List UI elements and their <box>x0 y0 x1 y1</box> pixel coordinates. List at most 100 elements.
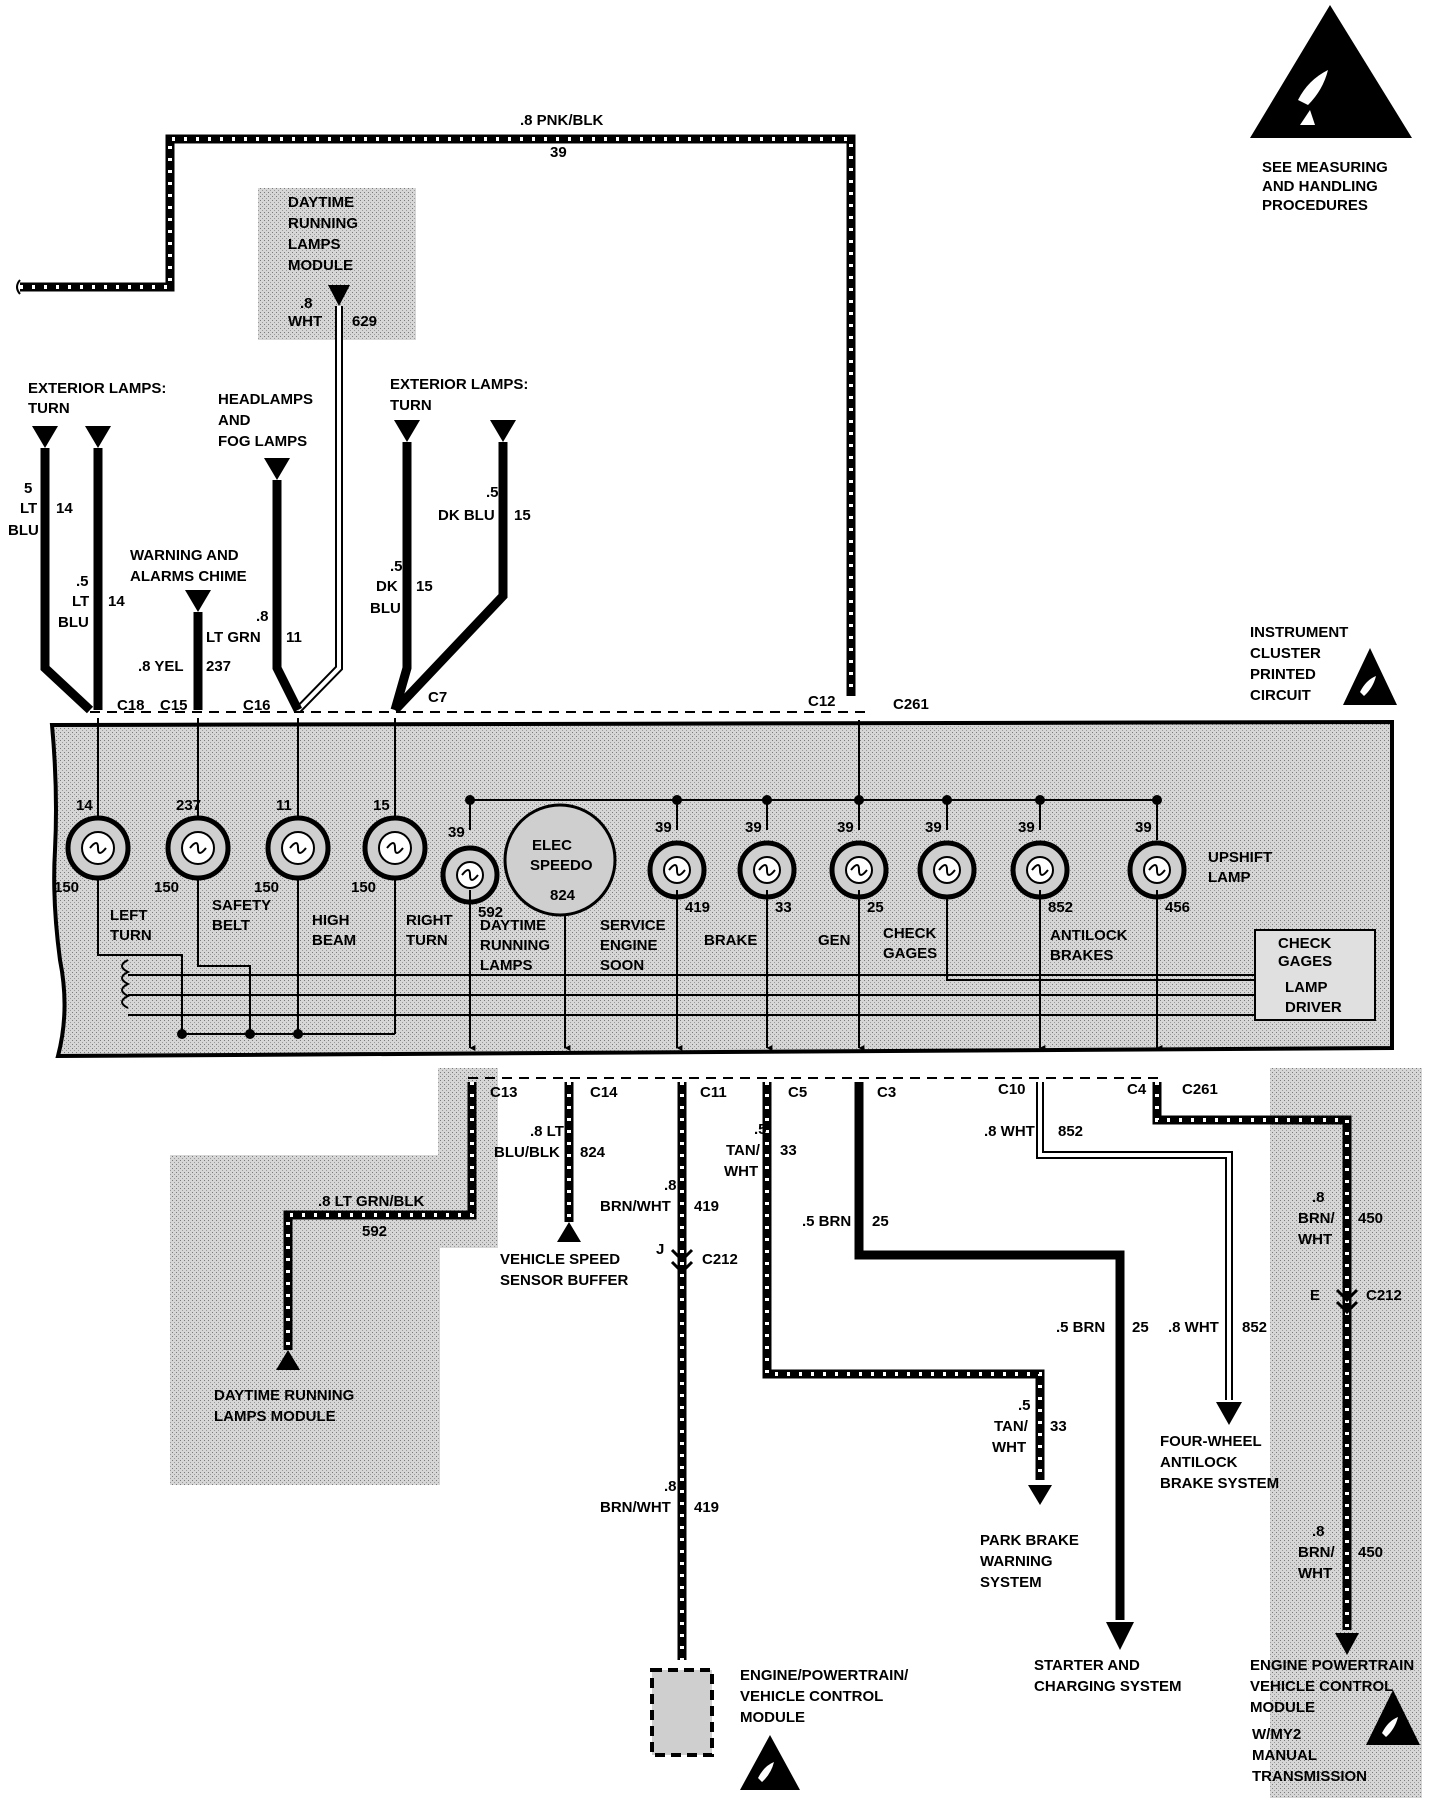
wire-450a-color-2: WHT <box>1298 1231 1332 1248</box>
park-brake-label-3: SYSTEM <box>980 1574 1042 1591</box>
wire-33b-gauge: .5 <box>1018 1397 1031 1414</box>
c212-right-label: C212 <box>1366 1287 1402 1304</box>
lamp-circuit-out: 25 <box>867 899 884 916</box>
lamp-circuit-in: 39 <box>1018 819 1035 836</box>
lamp-driver-label-1: CHECK <box>1278 935 1332 952</box>
lamp-circuit-in: 11 <box>276 797 292 814</box>
lamp-label: ANTILOCK <box>1050 927 1128 944</box>
lamp-filament-icon <box>386 842 404 854</box>
lamp-circuit-out: 150 <box>254 879 279 896</box>
lamp-label: SERVICE <box>600 917 666 934</box>
lamp-filament-icon <box>89 842 107 854</box>
lamp-circuit-out: 33 <box>775 899 792 916</box>
headlamps-arrow-icon <box>264 458 290 480</box>
wire-450a-color-1: BRN/ <box>1298 1210 1335 1227</box>
pcm-label-1: ENGINE/POWERTRAIN/ <box>740 1667 909 1684</box>
headlamps-label-2: AND <box>218 412 251 429</box>
cluster-title-3: PRINTED <box>1250 666 1316 683</box>
connector-c5: C5 <box>788 1084 807 1101</box>
wire-824-gauge: .8 LT <box>530 1123 564 1140</box>
wire-25a-color: .5 BRN <box>802 1213 851 1230</box>
pcm-right-label-3: MODULE <box>1250 1699 1315 1716</box>
drl-module-label-3: LAMPS <box>288 236 341 253</box>
connector-c13: C13 <box>490 1084 518 1101</box>
lamp-circuit-in: 237 <box>176 797 201 814</box>
wire-419b-gauge: .8 <box>664 1478 677 1495</box>
connector-c14: C14 <box>590 1084 618 1101</box>
connector-c16: C16 <box>243 697 271 714</box>
lamp-label: DAYTIME <box>480 917 546 934</box>
wire-11 <box>272 480 303 713</box>
wire-419b-color: BRN/WHT <box>600 1499 671 1516</box>
wire-824-circuit: 824 <box>580 1144 606 1161</box>
lamp-label: TURN <box>110 927 152 944</box>
vss-buffer-label-2: SENSOR BUFFER <box>500 1272 629 1289</box>
ground-dots <box>177 1029 303 1039</box>
connector-c15: C15 <box>160 697 188 714</box>
lamp-label: BEAM <box>312 932 356 949</box>
wire-450b-color-1: BRN/ <box>1298 1544 1335 1561</box>
wire-14a-color-1: LT <box>20 500 37 517</box>
warning-text-line2: AND HANDLING <box>1262 178 1378 195</box>
lamp-label: ENGINE <box>600 937 658 954</box>
ext-lamps-right-arrow-icon-b <box>490 420 516 442</box>
lamp-circuit-out: 852 <box>1048 899 1073 916</box>
lamp-label: SAFETY <box>212 897 271 914</box>
wire-852b-color: .8 WHT <box>1168 1319 1219 1336</box>
chime-label-2: ALARMS CHIME <box>130 568 247 585</box>
wire-39-circuit: 39 <box>550 144 567 161</box>
wire-852b-circuit: 852 <box>1242 1319 1267 1336</box>
pcm-label-3: MODULE <box>740 1709 805 1726</box>
park-brake-label-2: WARNING <box>980 1553 1053 1570</box>
wire-15a-color-1: DK <box>376 578 398 595</box>
bus-junction-dots <box>465 795 1162 805</box>
connector-c261-bottom: C261 <box>1182 1081 1218 1098</box>
wire-14a-gauge: 5 <box>24 480 32 497</box>
starter-arrow-icon <box>1106 1622 1134 1650</box>
abs-arrow-icon <box>1216 1402 1242 1425</box>
connector-c18: C18 <box>117 697 145 714</box>
drl-wire-circuit: 629 <box>352 313 377 330</box>
wire-629 <box>295 306 343 713</box>
c212-left-pin: J <box>656 1241 664 1258</box>
drl-module-bottom-arrow-icon <box>276 1350 300 1370</box>
warning-text-line1: SEE MEASURING <box>1262 159 1388 176</box>
wire-592-circuit: 592 <box>362 1223 387 1240</box>
lamp-circuit-in: 39 <box>448 824 465 841</box>
lamp-filament-icon <box>1031 864 1049 876</box>
wire-450b-color-2: WHT <box>1298 1565 1332 1582</box>
connector-c10: C10 <box>998 1081 1026 1098</box>
lamp-filament-icon <box>189 842 207 854</box>
lamp-label: BRAKE <box>704 932 757 949</box>
wire-15b <box>391 442 508 714</box>
wire-14b-color-1: LT <box>72 593 89 610</box>
drl-wire-color: WHT <box>288 313 322 330</box>
wire-450-hatch <box>1155 1082 1349 1630</box>
connector-c11: C11 <box>700 1084 727 1101</box>
ext-lamps-right-label-1: EXTERIOR LAMPS: <box>390 376 528 393</box>
pcm-right-arrow-icon <box>1335 1633 1359 1655</box>
wire-450a-gauge: .8 <box>1312 1189 1325 1206</box>
starter-label-1: STARTER AND <box>1034 1657 1140 1674</box>
ground-coils <box>121 959 1255 1016</box>
wire-15a-circuit: 15 <box>416 578 433 595</box>
wire-25a-circuit: 25 <box>872 1213 889 1230</box>
wire-14b-color-2: BLU <box>58 614 89 631</box>
lamp-circuit-in: 14 <box>76 797 93 814</box>
wire-450b-circuit: 450 <box>1358 1544 1383 1561</box>
lamp-circuit-in: 15 <box>373 797 390 814</box>
ext-lamps-left-arrow-icon-b <box>85 426 111 448</box>
speedo-label-2: SPEEDO <box>530 857 593 874</box>
wire-852-inner <box>1038 1082 1231 1400</box>
elec-speedo <box>503 803 617 917</box>
indicator-lamps: 14150LEFTTURN237150SAFETYBELT11150HIGHBE… <box>54 797 1272 974</box>
abs-label-1: FOUR-WHEEL <box>1160 1433 1262 1450</box>
drl-wire-gauge: .8 <box>300 295 313 312</box>
lamp-circuit-in: 39 <box>1135 819 1152 836</box>
lamp-filament-icon <box>1148 864 1166 876</box>
pcm-right-label-2: VEHICLE CONTROL <box>1250 1678 1393 1695</box>
c212-left-label: C212 <box>702 1251 738 1268</box>
c212-right-pin: E <box>1310 1287 1320 1304</box>
c212-left-connector-icon <box>670 1248 694 1275</box>
